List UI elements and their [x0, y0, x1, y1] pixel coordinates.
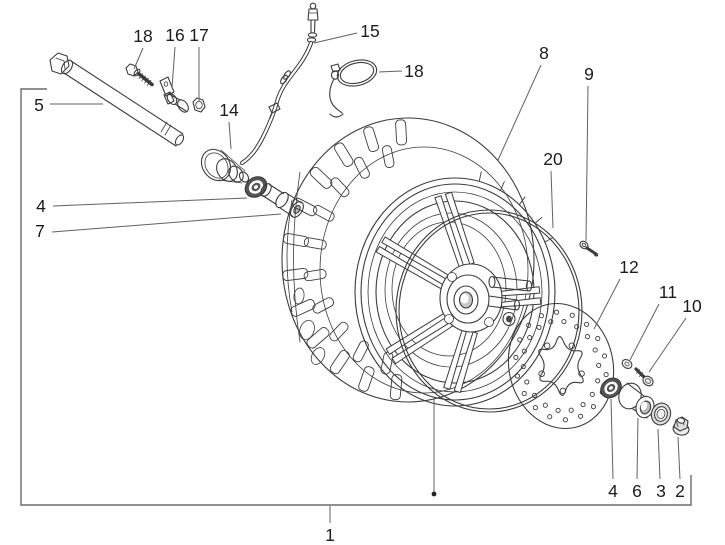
callout-leader-12: [593, 278, 621, 330]
callout-label-18: 18: [133, 26, 152, 46]
callout-leader-3: [657, 428, 661, 480]
wheel-hub: [439, 263, 533, 333]
callout-label-4: 4: [608, 481, 618, 501]
assembly-leader-dot: [431, 491, 437, 497]
axle-nut: [672, 416, 690, 436]
callout-label-17: 17: [189, 25, 208, 45]
callout-label-10: 10: [682, 296, 702, 316]
brake-disc-holes: [513, 309, 609, 423]
callout-leader-4: [52, 197, 248, 207]
callout-label-14: 14: [219, 100, 239, 120]
clamp-bolt: [125, 63, 154, 87]
callout-label-4: 4: [36, 196, 46, 216]
callout-leader-10: [648, 317, 687, 373]
callout-label-6: 6: [632, 481, 642, 501]
speedometer-drive: [200, 148, 250, 184]
tire: [281, 117, 535, 403]
wheel-bearing-right: [600, 377, 622, 399]
callout-leader-2: [677, 436, 681, 480]
callout-label-11: 11: [659, 282, 677, 302]
callout-label-12: 12: [619, 257, 638, 277]
disc-bolt: [634, 367, 654, 387]
callout-label-20: 20: [543, 149, 563, 169]
callout-leader-16: [171, 46, 176, 89]
callout-leader-11: [629, 303, 660, 361]
callout-leader-15: [313, 32, 358, 44]
callout-leader-8: [497, 64, 542, 161]
brake-disc: [507, 302, 615, 430]
retaining-ring: [329, 59, 378, 118]
valve-stem: [502, 311, 516, 327]
tire-tread-pattern: [282, 119, 408, 401]
callout-leader-18: [378, 70, 403, 73]
hub-spacer-right: [618, 382, 655, 419]
callout-leader-4: [610, 398, 614, 480]
callout-label-9: 9: [584, 64, 594, 84]
cable-clamp: [159, 76, 189, 113]
wheel-bearing-left: [244, 176, 268, 198]
callout-label-15: 15: [360, 21, 379, 41]
assembly-bracket: [20, 88, 692, 506]
callout-label-1: 1: [325, 525, 335, 545]
washer: [621, 359, 633, 369]
callout-leader-6: [636, 417, 639, 480]
disc-screw: [579, 240, 599, 257]
callout-leader-14: [228, 121, 232, 150]
callout-label-16: 16: [165, 25, 184, 45]
seal-ring: [650, 402, 672, 426]
callout-label-7: 7: [35, 221, 45, 241]
callout-leader-9: [585, 85, 589, 242]
speedometer-cable: [239, 2, 319, 166]
callout-leader-18: [133, 47, 144, 70]
callout-label-3: 3: [656, 481, 666, 501]
callout-leader-20: [550, 170, 554, 229]
clamp-nut: [192, 97, 206, 113]
tire-farside-tread: [478, 171, 554, 243]
brake-disc-center-cutout: [538, 336, 584, 396]
callout-label-2: 2: [675, 481, 685, 501]
callout-label-18: 18: [404, 61, 423, 81]
callout-label-5: 5: [34, 95, 44, 115]
bracket-line: [20, 88, 692, 506]
callout-leader-7: [51, 213, 282, 233]
callout-label-8: 8: [539, 43, 549, 63]
front-axle: [49, 52, 185, 147]
